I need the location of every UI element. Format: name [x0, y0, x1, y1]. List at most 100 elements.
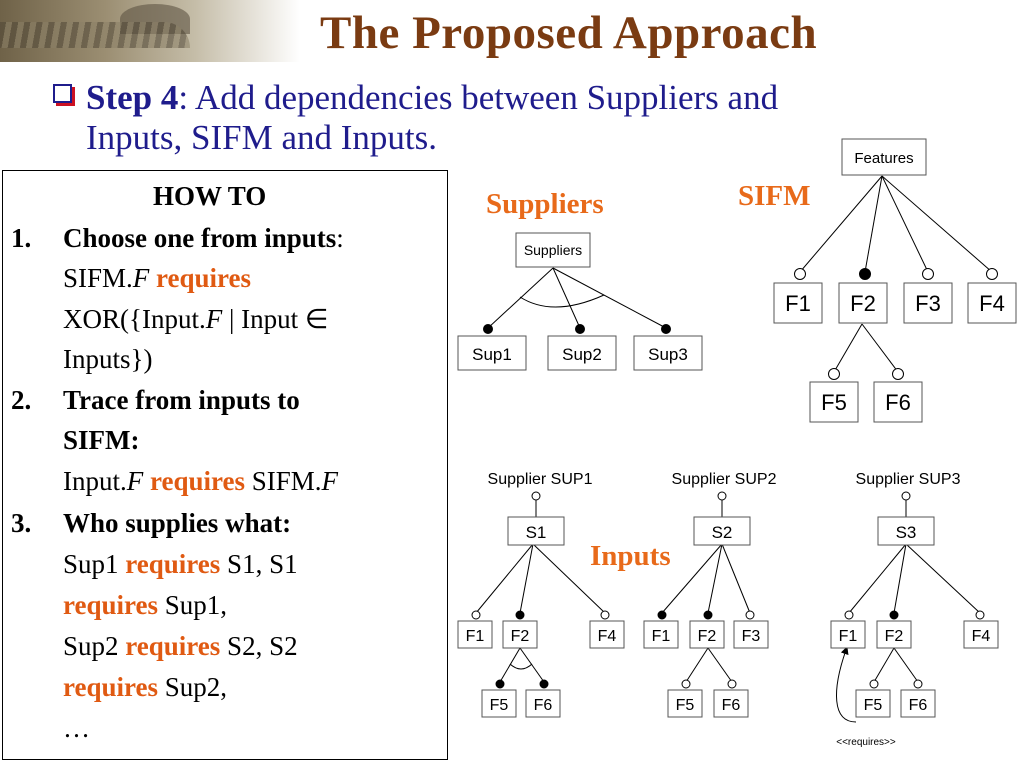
step-description: Step 4: Add dependencies between Supplie…	[86, 78, 986, 158]
sup2-node: Sup2	[547, 335, 617, 371]
sup1-node: Sup1	[457, 335, 527, 371]
sup1-root-node: S1	[507, 516, 565, 546]
text-sifm: SIFM.	[63, 263, 133, 293]
sup2-f3-node: F3	[733, 620, 769, 649]
sup3-f2-node: F2	[876, 620, 912, 649]
checkbox-bullet-icon	[53, 84, 72, 103]
sifm-f2-node: F2	[838, 282, 888, 324]
item-3-ellipsis: …	[63, 713, 90, 743]
text-input: Input.	[63, 466, 127, 496]
sifm-f4-label: F4	[979, 291, 1005, 316]
suppliers-root-label: Suppliers	[524, 242, 582, 258]
sup3-f2-label: F2	[885, 628, 904, 645]
item-3-line-5: requires Sup2,	[63, 672, 227, 703]
sup2-label: Sup2	[562, 345, 602, 364]
keyword-requires: requires	[63, 672, 159, 702]
sup1-f5-node: F5	[481, 689, 517, 718]
sifm-f4-node: F4	[967, 282, 1017, 324]
sifm-f3-label: F3	[915, 291, 941, 316]
suppliers-root-node: Suppliers	[515, 232, 591, 268]
sifm-f3-node: F3	[903, 282, 953, 324]
sup1-f1-node: F1	[457, 620, 493, 649]
keyword-requires: requires	[125, 631, 221, 661]
header-banner-image	[0, 0, 300, 62]
item-3-title: Who supplies what:	[63, 508, 292, 538]
sup2-f6-node: F6	[713, 689, 749, 718]
sup3-f1-label: F1	[839, 628, 858, 645]
step-text-line1: : Add dependencies between Suppliers and	[178, 78, 779, 117]
sup3-f5-label: F5	[864, 697, 883, 714]
banner-roof-shape	[0, 22, 190, 48]
sifm-label: SIFM	[738, 180, 811, 212]
item-2-line-3: Input.F requires SIFM.F	[63, 466, 338, 497]
sup3-root-label: S3	[896, 523, 917, 542]
keyword-requires: requires	[63, 590, 159, 620]
sup2-f2-label: F2	[698, 628, 717, 645]
sup1-label: Sup1	[472, 345, 512, 364]
sup1-f6-label: F6	[534, 697, 553, 714]
text-sup2: Sup2	[63, 631, 119, 661]
text-f: F	[321, 466, 339, 496]
text-f: F	[205, 304, 223, 334]
item-3-line-3: requires Sup1,	[63, 590, 227, 621]
suppliers-tree	[483, 267, 671, 334]
sup2-tree-edges	[657, 491, 755, 689]
sup3-f6-label: F6	[909, 697, 928, 714]
sifm-f2-label: F2	[850, 291, 876, 316]
sup3-label: Sup3	[648, 345, 688, 364]
sup2-f1-label: F1	[652, 628, 671, 645]
sifm-f6-label: F6	[885, 390, 911, 415]
sifm-tree-edges	[794, 175, 998, 380]
text-f: F	[126, 466, 144, 496]
item-1-title-line: Choose one from inputs:	[63, 223, 344, 254]
sup3-node: Sup3	[633, 335, 703, 371]
item-2-title-line-2: SIFM:	[63, 425, 140, 455]
sup2-f6-label: F6	[722, 697, 741, 714]
sup3-f1-node: F1	[830, 620, 866, 649]
sup2-caption: Supplier SUP2	[672, 471, 777, 488]
sup1-f2-label: F2	[511, 628, 530, 645]
sup2-root-node: S2	[693, 516, 751, 546]
sup1-f4-label: F4	[598, 628, 617, 645]
sup1-caption: Supplier SUP1	[488, 471, 593, 488]
requires-arrow	[836, 646, 857, 723]
sup1-f4-node: F4	[589, 620, 625, 649]
text-s2: S2, S2	[227, 631, 298, 661]
step-text-line2: Inputs, SIFM and Inputs.	[86, 118, 437, 157]
item-1-line-3: XOR({Input.F | Input ∈	[63, 304, 328, 335]
sup1-root-label: S1	[526, 523, 547, 542]
sup2-f2-node: F2	[689, 620, 725, 649]
keyword-requires: requires	[150, 466, 246, 496]
text-xor: XOR({Input.	[63, 304, 206, 334]
sup3-f4-label: F4	[972, 628, 991, 645]
keyword-requires: requires	[125, 549, 221, 579]
sifm-f5-node: F5	[809, 381, 859, 423]
sup1-tree-edges	[471, 491, 610, 689]
item-1-line-4: Inputs})	[63, 344, 153, 374]
sup3-root-node: S3	[877, 516, 935, 546]
sifm-f1-label: F1	[785, 291, 811, 316]
sup2-root-label: S2	[712, 523, 733, 542]
text-sup2: Sup2,	[164, 672, 228, 702]
text-input-in: | Input ∈	[222, 304, 329, 334]
sup1-f5-label: F5	[490, 697, 509, 714]
sup3-tree-edges	[844, 491, 985, 689]
sup3-f4-node: F4	[963, 620, 999, 649]
item-3-line-2: Sup1 requires S1, S1	[63, 549, 298, 580]
sup3-caption: Supplier SUP3	[856, 471, 961, 488]
sifm-f5-label: F5	[821, 390, 847, 415]
sup3-f5-node: F5	[855, 689, 891, 718]
item-1-line-2: SIFM.F requires	[63, 263, 251, 294]
item-1-colon: :	[336, 223, 344, 253]
howto-box: HOW TO 1. Choose one from inputs: SIFM.F…	[2, 170, 448, 760]
requires-annotation: <<requires>>	[836, 737, 896, 748]
inputs-label: Inputs	[590, 540, 671, 572]
sup1-f1-label: F1	[466, 628, 485, 645]
text-sifm: SIFM.	[251, 466, 322, 496]
item-1-title: Choose one from inputs	[63, 223, 337, 253]
sifm-f1-node: F1	[773, 282, 823, 324]
text-sup1: Sup1,	[164, 590, 228, 620]
item-1-number: 1.	[11, 223, 32, 253]
sup2-f3-label: F3	[742, 628, 761, 645]
